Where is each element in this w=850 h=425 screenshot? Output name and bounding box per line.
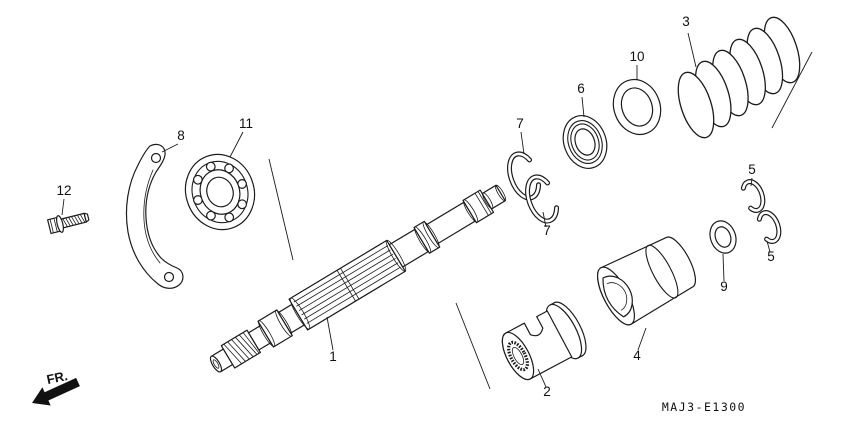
callout-labels: 1 2 3 4 5 5 6 7 7 8 9 10 11 12	[56, 14, 774, 399]
bearing-ball	[206, 210, 216, 221]
callout-part-10: 10	[629, 49, 644, 64]
reference-line	[268, 158, 294, 261]
shaft-spline-hatch	[223, 332, 260, 364]
part-bearing	[184, 153, 256, 231]
shaft-spline-lines	[293, 245, 401, 324]
bracket-hole	[150, 152, 162, 164]
reference-lines	[268, 51, 813, 390]
callout-part-5b: 5	[767, 249, 775, 264]
part-joint	[597, 236, 696, 326]
callout-part-5a: 5	[748, 162, 756, 177]
part-seat-ring	[562, 115, 608, 169]
front-direction-arrow-icon	[32, 377, 80, 406]
bearing-ball	[237, 199, 248, 210]
diagram-code: MAJ3-E1300	[662, 400, 746, 414]
callout-part-7b: 7	[543, 223, 551, 238]
part-circlip-a	[740, 179, 766, 213]
callout-part-6: 6	[577, 81, 585, 96]
callout-part-12: 12	[56, 183, 71, 198]
part-main-shaft	[209, 184, 507, 373]
part-small-washer	[709, 220, 737, 254]
callout-part-3: 3	[682, 14, 690, 29]
bearing-ball	[224, 163, 234, 174]
callout-part-8: 8	[177, 128, 185, 143]
part-bushing	[501, 301, 587, 381]
callout-part-7a: 7	[516, 116, 524, 131]
part-snap-ring-b	[525, 174, 560, 224]
part-snap-ring-a	[507, 151, 542, 201]
part-bolt	[47, 212, 90, 235]
callout-part-2: 2	[543, 384, 551, 399]
reference-line	[455, 302, 491, 390]
bracket-hole	[163, 271, 175, 283]
part-washer	[612, 78, 662, 136]
callout-part-11: 11	[239, 116, 253, 131]
bolt-threads	[62, 214, 86, 227]
reference-line	[771, 51, 813, 129]
callout-leader-lines	[61, 32, 771, 388]
bearing-ball	[192, 174, 203, 185]
callout-part-4: 4	[633, 348, 641, 363]
callout-part-9: 9	[720, 279, 728, 294]
part-spring	[677, 16, 801, 139]
front-direction-label: FR.	[45, 368, 69, 387]
part-circlip-b	[756, 210, 782, 244]
part-bracket	[125, 143, 184, 289]
front-direction-marker: FR.	[32, 368, 80, 406]
callout-part-1: 1	[329, 349, 337, 364]
